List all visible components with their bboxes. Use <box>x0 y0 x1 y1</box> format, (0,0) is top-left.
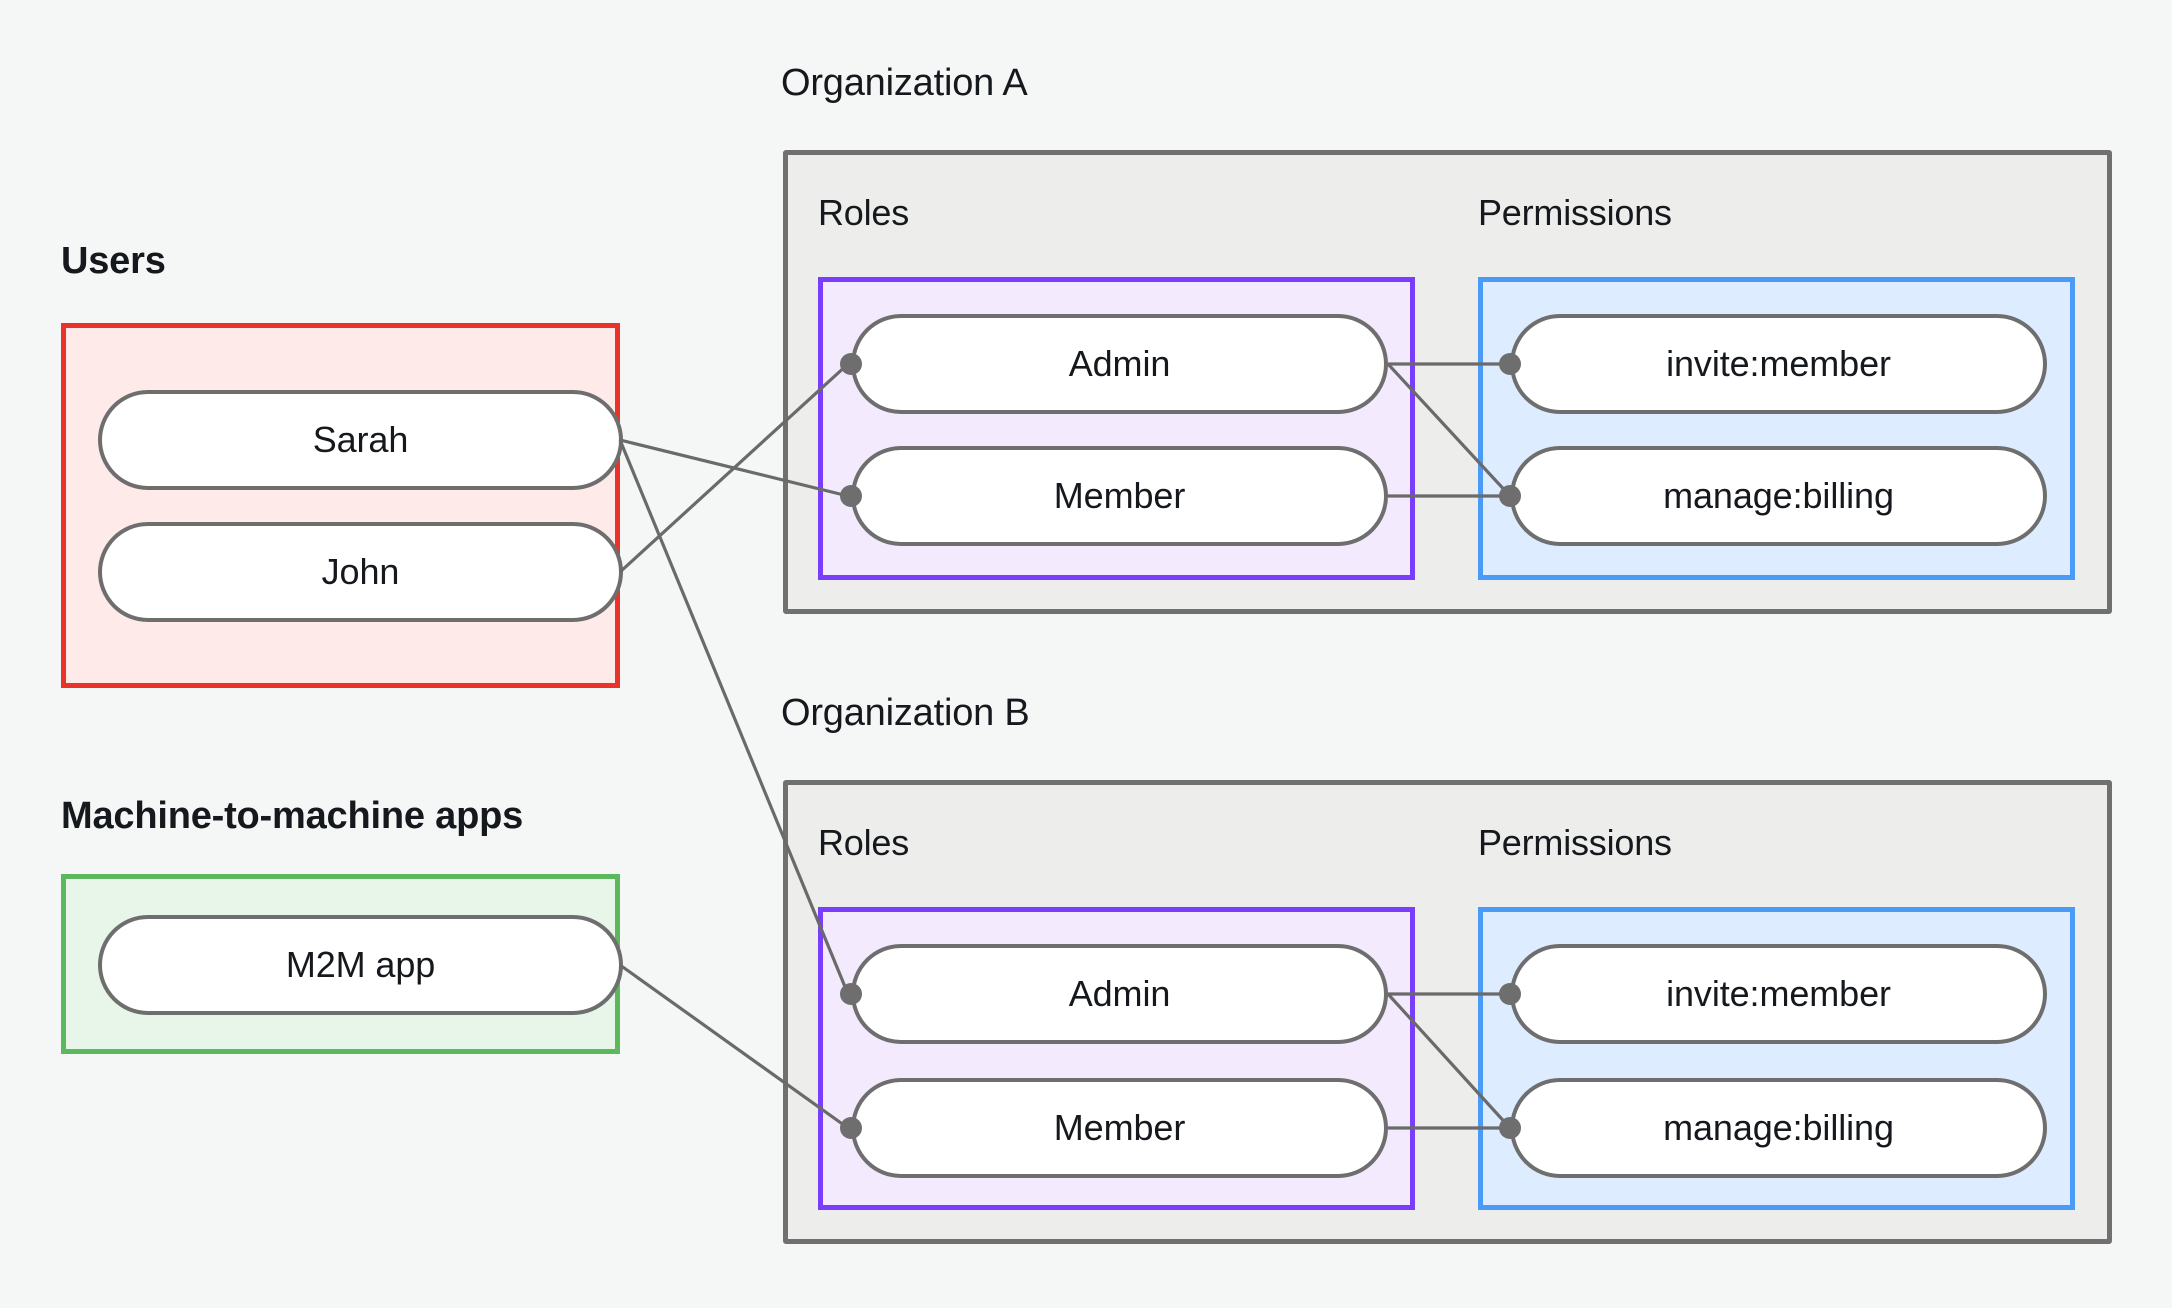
org-a-permission-manage-billing-label: manage:billing <box>1663 475 1894 516</box>
user-node-john[interactable]: John <box>98 522 623 622</box>
user-node-sarah-label: Sarah <box>312 419 409 460</box>
org-b-permission-manage-billing[interactable]: manage:billing <box>1510 1078 2047 1178</box>
user-node-sarah[interactable]: Sarah <box>98 390 623 490</box>
org-a-label: Organization A <box>781 62 1028 104</box>
m2m-group-label: Machine-to-machine apps <box>61 795 524 837</box>
user-node-john-label: John <box>321 551 400 592</box>
org-b-role-member[interactable]: Member <box>851 1078 1388 1178</box>
m2m-node-app-label: M2M app <box>285 944 436 985</box>
users-group-label: Users <box>61 240 166 282</box>
org-a-role-admin-label: Admin <box>1068 343 1171 384</box>
org-a-role-admin[interactable]: Admin <box>851 314 1388 414</box>
org-b-label: Organization B <box>781 692 1030 734</box>
org-b-role-admin[interactable]: Admin <box>851 944 1388 1044</box>
org-b-role-admin-label: Admin <box>1068 973 1171 1014</box>
org-a-permission-manage-billing[interactable]: manage:billing <box>1510 446 2047 546</box>
org-b-permission-invite-member[interactable]: invite:member <box>1510 944 2047 1044</box>
org-a-permission-invite-member[interactable]: invite:member <box>1510 314 2047 414</box>
m2m-node-app[interactable]: M2M app <box>98 915 623 1015</box>
org-b-roles-label: Roles <box>818 822 910 863</box>
org-a-roles-label: Roles <box>818 192 910 233</box>
org-a-role-member[interactable]: Member <box>851 446 1388 546</box>
users-group-box <box>61 323 620 688</box>
org-b-permissions-label: Permissions <box>1478 822 1672 863</box>
org-a-permissions-label: Permissions <box>1478 192 1672 233</box>
org-b-permission-manage-billing-label: manage:billing <box>1663 1107 1894 1148</box>
org-b-permission-invite-member-label: invite:member <box>1666 973 1891 1014</box>
org-a-permission-invite-member-label: invite:member <box>1666 343 1891 384</box>
org-b-role-member-label: Member <box>1053 1107 1186 1148</box>
org-a-role-member-label: Member <box>1053 475 1186 516</box>
